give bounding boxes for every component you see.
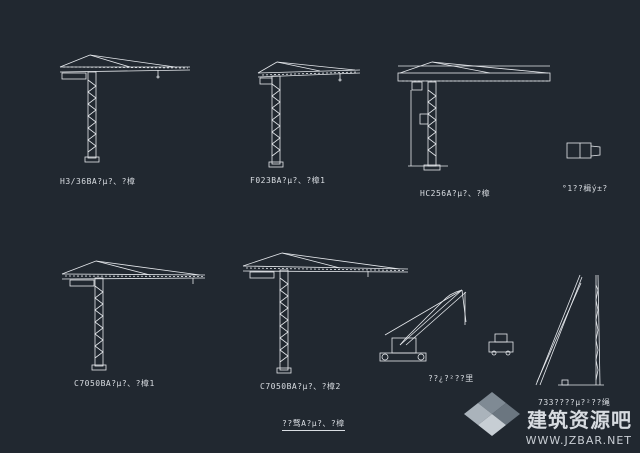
watermark-logo [464, 392, 520, 436]
label-c7050-1: C7050BA?μ?、?樟1 [74, 379, 155, 388]
mast-crane-pair [535, 274, 604, 386]
watermark-url: WWW.JZBAR.NET [525, 434, 632, 447]
tower-crane-h3-36b [59, 54, 191, 163]
tower-crane-c7050-1 [61, 260, 206, 371]
label-detail: °1??楫ý±? [562, 184, 608, 193]
label-mast-crane: 733????μ?²??绳 [538, 398, 611, 407]
label-f023b: F023BA?μ?、?樟1 [250, 176, 326, 185]
crawler-crane [379, 289, 467, 362]
label-h3-36b: H3/36BA?μ?、?樟 [60, 177, 136, 186]
label-c7050-2: C7050BA?μ?、?樟2 [260, 382, 341, 391]
tower-crane-f023b [257, 61, 361, 168]
tower-crane-hc256 [397, 61, 551, 171]
tower-crane-c7050-2 [242, 252, 409, 374]
connector-detail [566, 142, 601, 159]
label-hc256: HC256A?μ?、?樟 [420, 189, 491, 198]
crawler-vehicle [488, 333, 514, 356]
drawing-title: ??骛A?μ?、?樟 [282, 418, 345, 431]
label-crawler: ??¿?²??里 [428, 374, 474, 383]
watermark-text: 建筑资源吧 [527, 408, 632, 432]
